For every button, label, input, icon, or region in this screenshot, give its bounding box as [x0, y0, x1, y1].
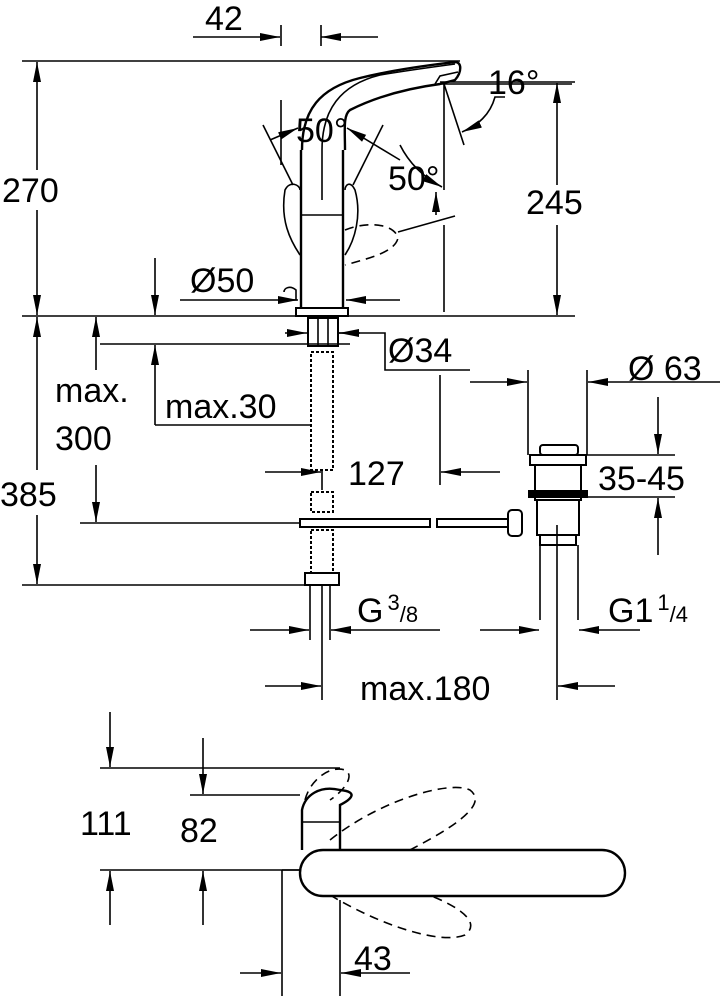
label-hose-length: 385	[0, 476, 57, 514]
hose-thread-num: 3	[387, 590, 399, 615]
faucet-front-view: 42 270 245	[2, 0, 583, 317]
label-drain-offset: 127	[348, 455, 405, 493]
label-50-degree-side: 50°	[296, 112, 347, 150]
label-lever-total-height: 111	[80, 805, 132, 843]
label-245: 245	[526, 184, 583, 222]
installation-view: Ø34 max.30 max. 300 385 127	[0, 317, 720, 708]
hose-thread-den: /8	[400, 602, 418, 627]
label-shank-diameter: Ø34	[388, 332, 452, 370]
label-max-deck-thickness: max.30	[165, 388, 277, 426]
label-lever-offset: 43	[354, 940, 392, 978]
label-270: 270	[2, 172, 59, 210]
label-base-diameter: Ø50	[190, 262, 254, 300]
drain-thread-num: 1	[657, 590, 669, 615]
label-drain-adjust: 35-45	[598, 460, 685, 498]
label-50-degree-front: 50°	[388, 160, 439, 198]
label-max-300-line2: 300	[55, 420, 112, 458]
label-lever-height: 82	[180, 812, 218, 850]
dim-42	[193, 25, 378, 165]
label-16-degree: 16°	[488, 64, 539, 102]
label-max-300-line1: max.	[55, 372, 129, 410]
label-42: 42	[205, 0, 243, 38]
faucet-side-view: 111 82 43	[80, 712, 627, 996]
drain-thread-main: G1	[608, 592, 653, 630]
drain-thread-den: /4	[670, 602, 688, 627]
label-drain-diameter: Ø 63	[628, 350, 702, 388]
hose-thread-main: G	[357, 592, 383, 630]
label-max-spacing: max.180	[360, 670, 490, 708]
